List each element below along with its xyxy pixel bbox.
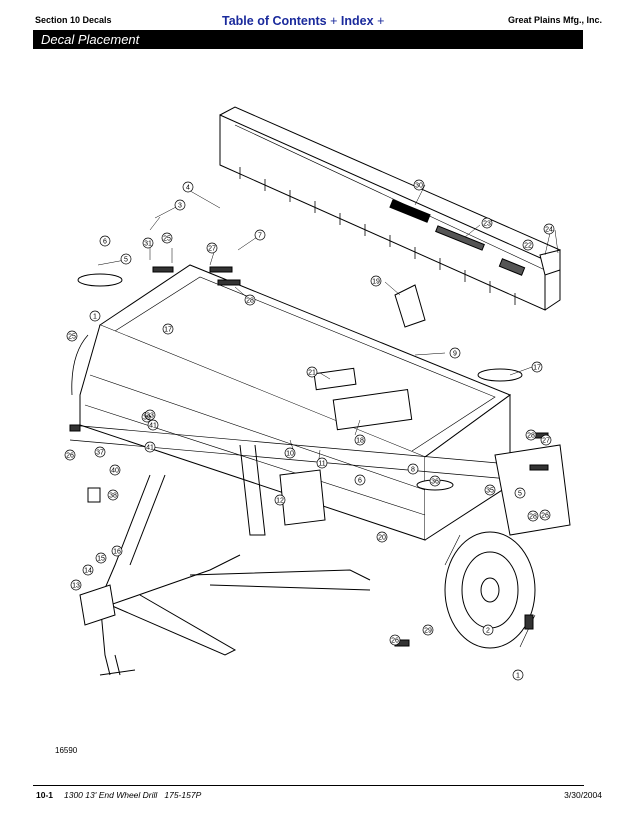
- callout-number: 15: [97, 556, 105, 563]
- callout-number: 6: [103, 239, 107, 246]
- callout-number: 13: [72, 583, 80, 590]
- callout-number: 24: [545, 227, 553, 234]
- callout-number: 6: [358, 478, 362, 485]
- callout-number: 1: [93, 314, 97, 321]
- callout-number: 26: [391, 638, 399, 645]
- footer-rule: [33, 785, 584, 786]
- callout-number: 30: [415, 183, 423, 190]
- callout-number: 9: [453, 351, 457, 358]
- callout-number: 21: [308, 370, 316, 377]
- callout-number: 40: [111, 468, 119, 475]
- callout-number: 20: [378, 535, 386, 542]
- callout-number: 31: [144, 241, 152, 248]
- callout-number: 25: [68, 334, 76, 341]
- callout-number: 38: [109, 493, 117, 500]
- toc-plus-icon[interactable]: +: [330, 14, 338, 28]
- footer-title: 1300 13' End Wheel Drill 175-157P: [64, 790, 202, 800]
- callout-number: 19: [372, 279, 380, 286]
- callout-number: 35: [486, 488, 494, 495]
- callout-number: 8: [411, 467, 415, 474]
- callout-number: 12: [276, 498, 284, 505]
- callout-number: 5: [124, 257, 128, 264]
- callout-number: 1: [516, 673, 520, 680]
- callout-number: 28: [529, 514, 537, 521]
- callout-number: 26: [66, 453, 74, 460]
- section-label: Section 10 Decals: [35, 15, 112, 25]
- callout-number: 18: [356, 438, 364, 445]
- callout-number: 2: [486, 628, 490, 635]
- callout-number: 41: [149, 423, 157, 430]
- callout-number: 36: [431, 479, 439, 486]
- callout-number: 10: [286, 451, 294, 458]
- callout-number: 29: [424, 628, 432, 635]
- index-link[interactable]: Index: [340, 14, 374, 28]
- toc-link[interactable]: Table of Contents: [222, 14, 327, 28]
- callout-number: 3: [178, 203, 182, 210]
- callout-number: 11: [318, 461, 325, 468]
- callout-number: 22: [524, 243, 532, 250]
- callout-number: 5: [518, 491, 522, 498]
- callout-number: 28: [246, 298, 254, 305]
- callout-number: 39: [143, 415, 151, 422]
- callout-number: 33: [146, 413, 154, 420]
- footer-page-number: 10-1: [36, 790, 54, 800]
- page-title-banner: Decal Placement: [33, 30, 583, 49]
- callout-number: 17: [164, 327, 172, 334]
- figure-number: 16590: [55, 746, 78, 755]
- company-name: Great Plains Mfg., Inc.: [507, 15, 602, 25]
- nav-links: Table of Contents + Index +: [222, 14, 384, 28]
- callout-number: 27: [542, 438, 550, 445]
- callout-number: 17: [533, 365, 541, 372]
- decal-placement-drawing: 4356312527728117199302322241721181011252…: [64, 106, 571, 681]
- callout-number: 41: [146, 445, 154, 452]
- callout-number: 23: [483, 221, 491, 228]
- footer-date: 3/30/2004: [564, 790, 602, 800]
- callout-number: 14: [84, 568, 92, 575]
- callout-number: 7: [258, 233, 262, 240]
- callout-number: 37: [96, 450, 104, 457]
- index-plus-icon[interactable]: +: [377, 14, 385, 28]
- callout-number: 28: [527, 433, 535, 440]
- callout-number: 26: [541, 513, 549, 520]
- callout-number: 25: [163, 236, 171, 243]
- callout-number: 27: [208, 246, 216, 253]
- callout-number: 4: [186, 185, 190, 192]
- callout-number: 16: [113, 549, 121, 556]
